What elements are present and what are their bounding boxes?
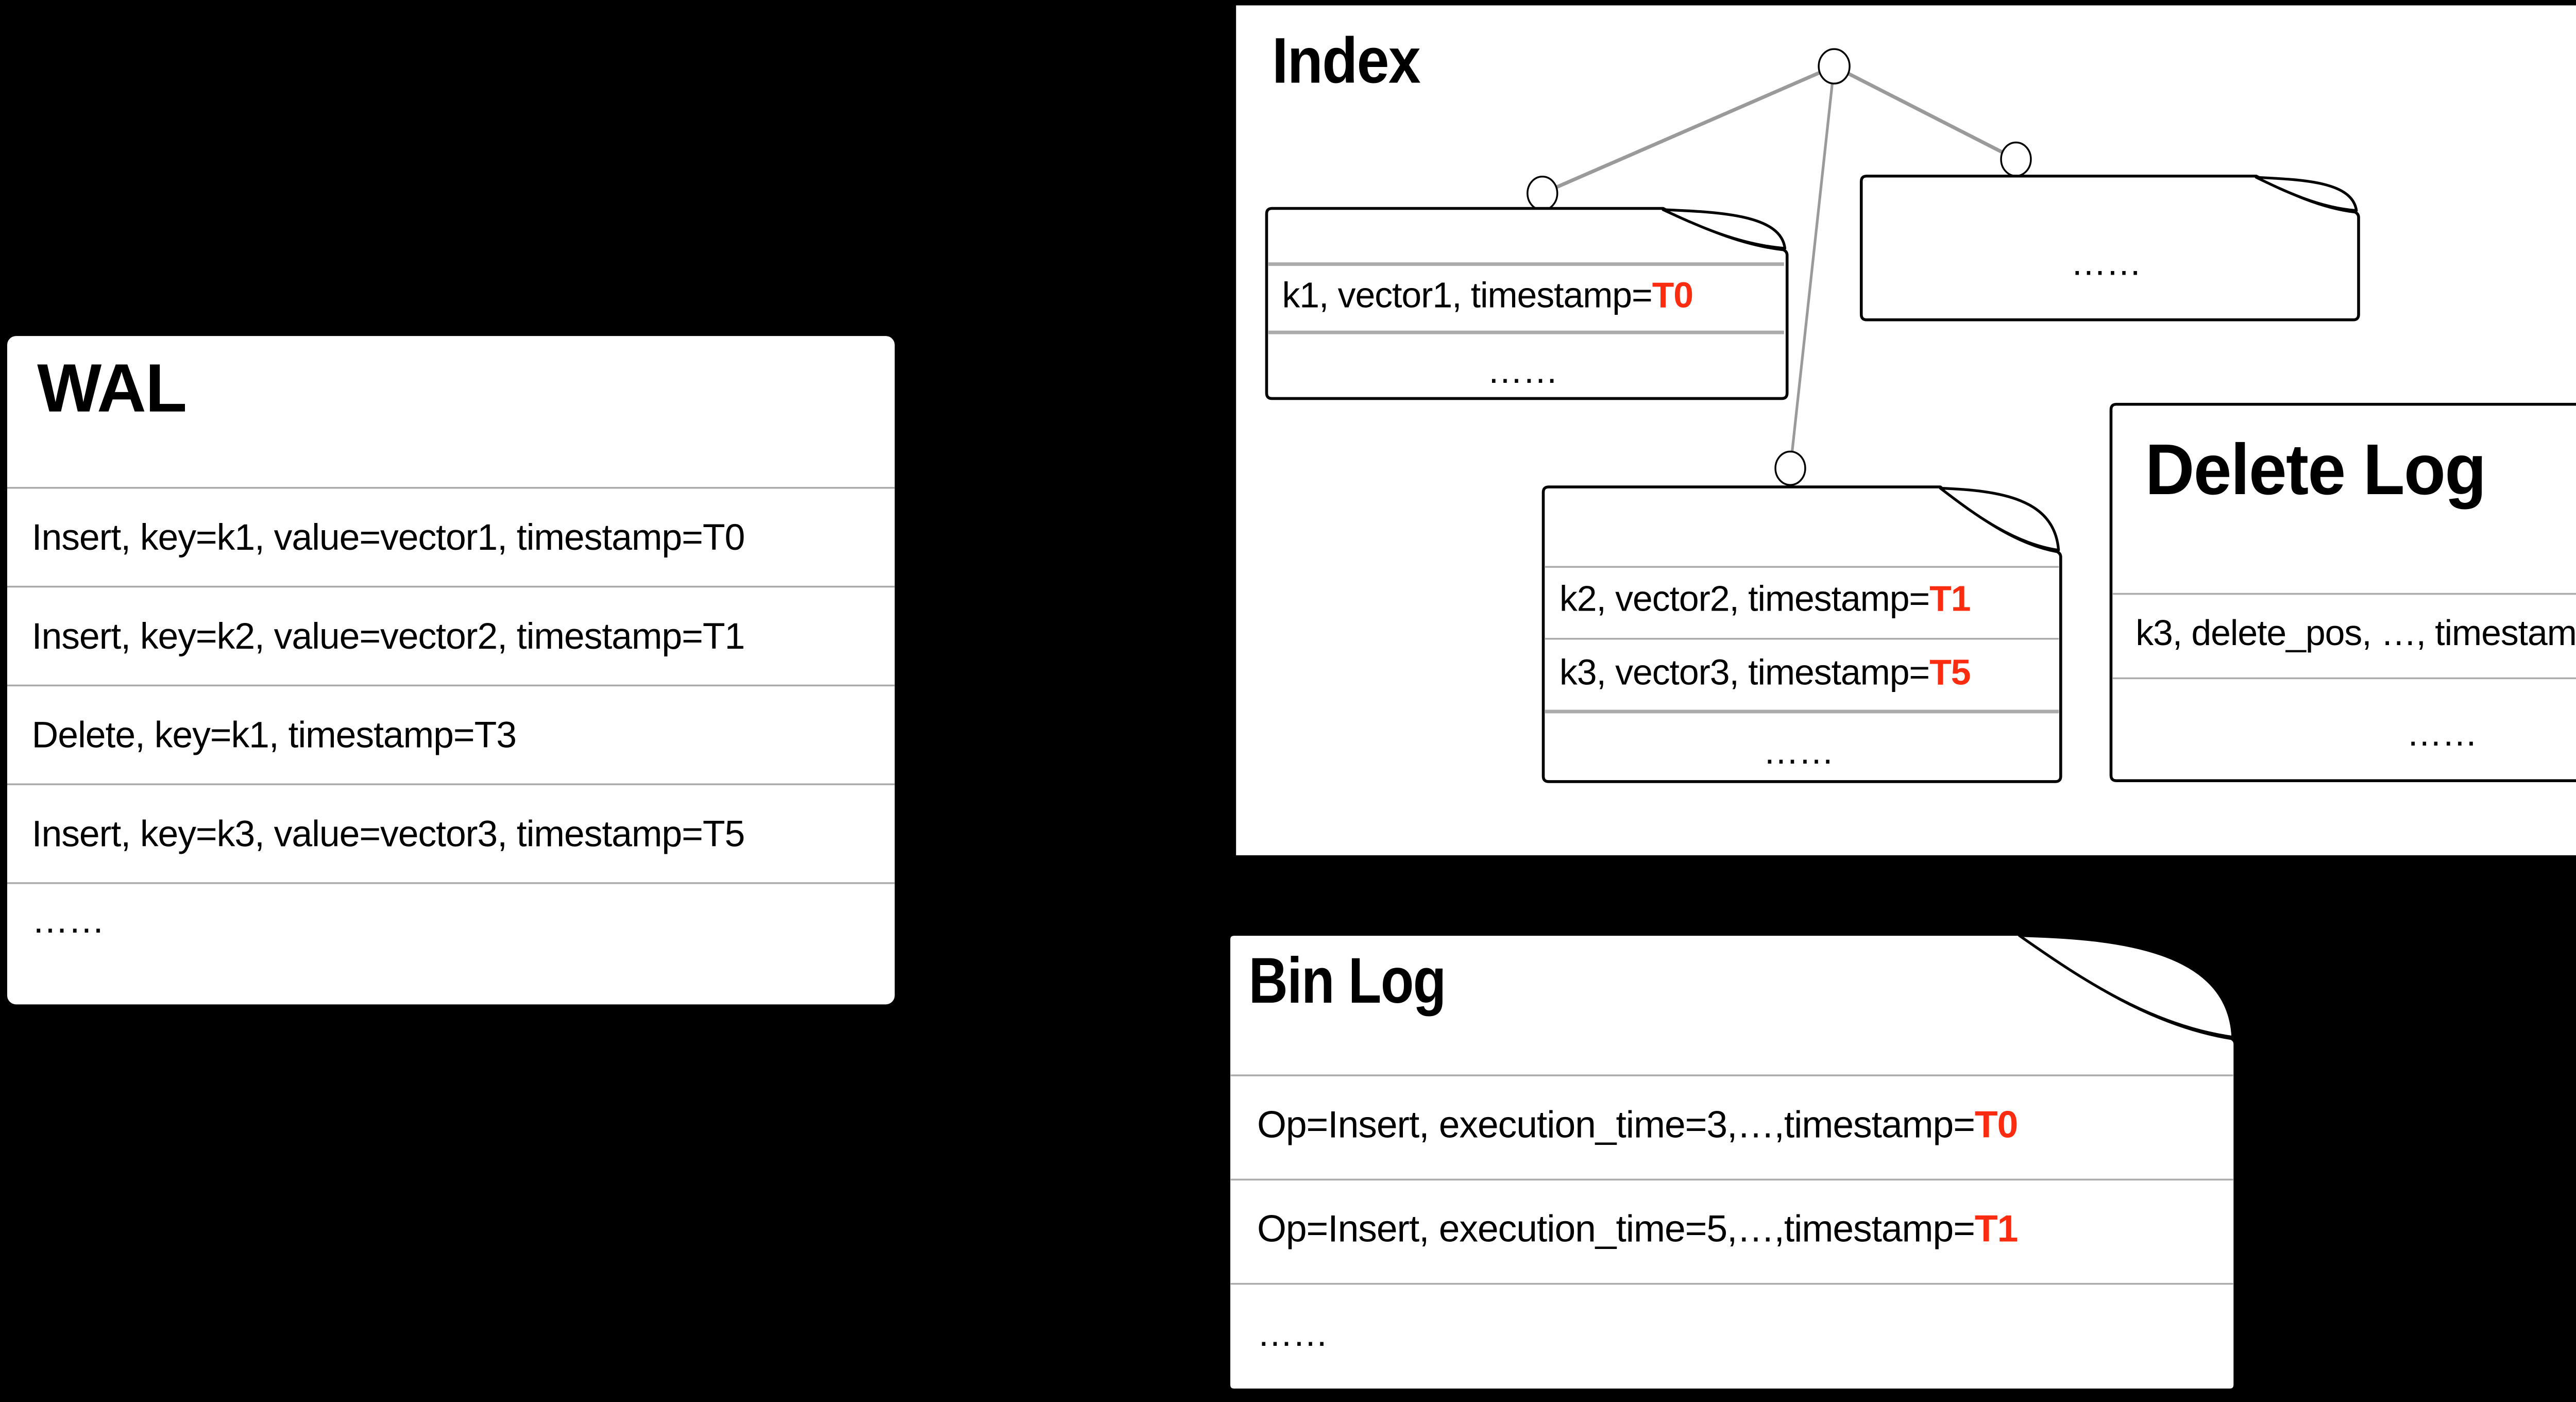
index-panel: Index k1, vector1, timestamp=T0 …… …… k2… <box>1235 6 2576 855</box>
wal-row: Insert, key=k3, value=vector3, timestamp… <box>6 783 895 884</box>
tree-left-node <box>1526 176 1557 212</box>
wal-row: Delete, key=k1, timestamp=T3 <box>6 684 895 785</box>
divider <box>2112 593 2576 596</box>
timestamp-value: T1 <box>1974 1209 2018 1251</box>
tree-middle-node <box>1773 451 1805 487</box>
row-text: Insert, key=k1, value=vector1, timestamp… <box>31 516 703 558</box>
divider <box>1267 331 1785 334</box>
tree-root-node <box>1817 48 1850 86</box>
document-shape <box>1859 174 2360 321</box>
delete-log-ellipsis: …… <box>2406 715 2478 755</box>
timestamp-value: T0 <box>702 516 745 558</box>
divider <box>1545 565 2059 568</box>
folded-corner-icon <box>1939 486 2060 552</box>
row-text: Op=Insert, execution_time=3,…,timestamp= <box>1257 1105 1975 1147</box>
index-segment-file-more: …… <box>1859 174 2360 321</box>
folded-corner-icon <box>1661 208 1786 250</box>
row-text: Delete, key=k1, timestamp= <box>31 714 475 756</box>
row-text: k2, vector2, timestamp= <box>1559 581 1930 620</box>
row-text: Insert, key=k2, value=vector2, timestamp… <box>31 615 703 657</box>
timestamp-value: T3 <box>474 714 517 756</box>
delete-log-file: Delete Log k3, delete_pos, …, timestamp=… <box>2109 402 2576 782</box>
wal-row: Insert, key=k2, value=vector2, timestamp… <box>6 585 895 686</box>
row-text: Op=Insert, execution_time=5,…,timestamp= <box>1257 1209 1975 1251</box>
bin-log-row: Op=Insert, execution_time=5,…,timestamp=… <box>1228 1179 2227 1283</box>
index-tree <box>1526 48 2031 487</box>
tree-edge-root-left <box>1540 65 1834 196</box>
timestamp-value: T0 <box>1974 1105 2018 1147</box>
document-shape <box>1541 485 2062 783</box>
bin-log-title: Bin Log <box>1248 943 1446 1018</box>
row-text: k1, vector1, timestamp= <box>1282 277 1652 317</box>
timestamp-value: T0 <box>1652 277 1693 317</box>
divider <box>1230 1282 2233 1286</box>
segment-ellipsis: …… <box>2070 245 2142 284</box>
segment-ellipsis: …… <box>1762 732 1834 772</box>
folded-corner-icon <box>2017 934 2234 1039</box>
row-text: Insert, key=k3, value=vector3, timestamp… <box>31 813 703 855</box>
wal-row: Insert, key=k1, value=vector1, timestamp… <box>6 487 895 587</box>
divider <box>1230 1178 2233 1181</box>
tree-edge-root-middle <box>1788 66 1835 469</box>
wal-ellipsis-row: …… <box>6 882 895 1022</box>
document-shape <box>2109 402 2576 782</box>
row-text: k3, vector3, timestamp= <box>1559 653 1930 693</box>
timestamp-value: T5 <box>702 813 745 855</box>
document-shape <box>1227 933 2236 1392</box>
timestamp-value: T1 <box>702 615 745 657</box>
index-title: Index <box>1271 24 1420 98</box>
tree-right-node <box>1999 142 2031 178</box>
wal-title: WAL <box>37 352 187 428</box>
divider <box>1545 710 2059 713</box>
row-text: k3, delete_pos, …, timestamp= <box>2136 615 2576 654</box>
timestamp-value: T1 <box>1929 581 1971 620</box>
index-segment-file-1: k1, vector1, timestamp=T0 …… <box>1264 207 1788 400</box>
timestamp-value: T5 <box>1929 653 1971 693</box>
segment-ellipsis: …… <box>1487 351 1558 391</box>
wal-box: WAL Insert, key=k1, value=vector1, times… <box>6 336 895 1004</box>
delete-log-row: k3, delete_pos, …, timestamp=T3 <box>2110 594 2576 677</box>
page-outline <box>2109 402 2576 782</box>
segment-row: k1, vector1, timestamp=T0 <box>1266 264 1779 331</box>
delete-log-title: Delete Log <box>2144 431 2486 511</box>
segment-row: k2, vector2, timestamp=T1 <box>1544 566 2054 637</box>
divider <box>2112 677 2576 680</box>
bin-log-row: Op=Insert, execution_time=3,…,timestamp=… <box>1228 1075 2227 1179</box>
segment-row: k3, vector3, timestamp=T5 <box>1544 638 2054 710</box>
index-segment-file-2: k2, vector2, timestamp=T1 k3, vector3, t… <box>1541 485 2062 783</box>
divider <box>1267 263 1785 265</box>
bin-log-file: Bin Log Op=Insert, execution_time=3,…,ti… <box>1227 933 2236 1392</box>
bin-log-ellipsis: …… <box>1257 1315 1328 1356</box>
tree-edge-root-right <box>1832 65 2016 162</box>
document-shape <box>1264 207 1788 400</box>
divider <box>1545 637 2059 640</box>
folded-corner-icon <box>2254 175 2358 212</box>
divider <box>1230 1074 2233 1077</box>
